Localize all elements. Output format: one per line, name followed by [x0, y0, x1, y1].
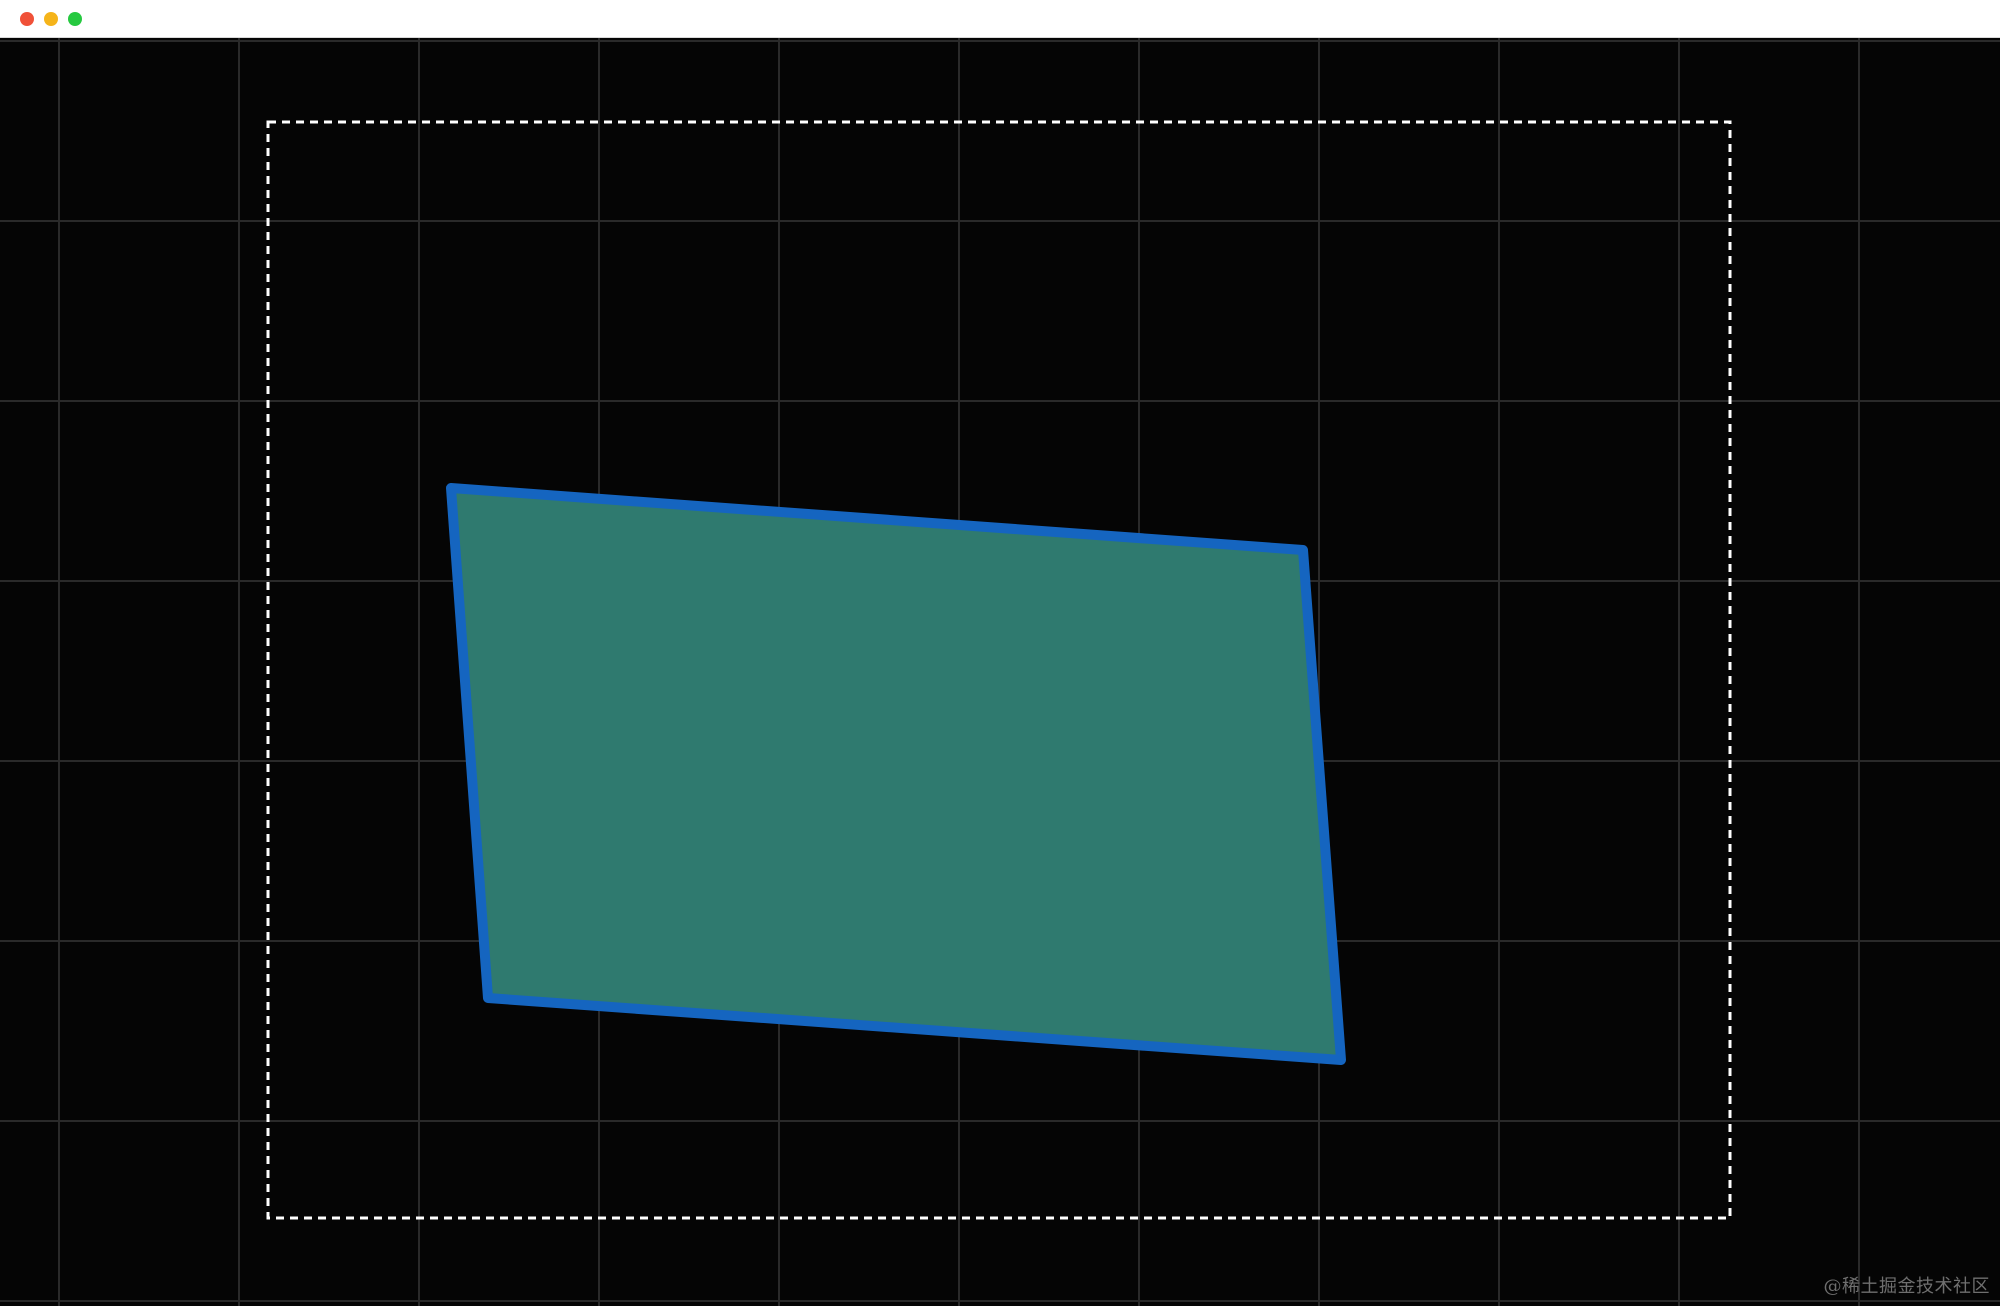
minimize-window-button[interactable] [44, 12, 58, 26]
canvas-svg [0, 38, 2000, 1306]
selection-bounding-box[interactable] [266, 120, 1732, 1220]
watermark-text: @稀土掘金技术社区 [1823, 1276, 1990, 1297]
close-window-button[interactable] [20, 12, 34, 26]
title-bar [0, 0, 2000, 38]
skewed-rectangle-shape[interactable] [446, 483, 1346, 1065]
zoom-window-button[interactable] [68, 12, 82, 26]
drawing-canvas[interactable]: @稀土掘金技术社区 [0, 38, 2000, 1306]
